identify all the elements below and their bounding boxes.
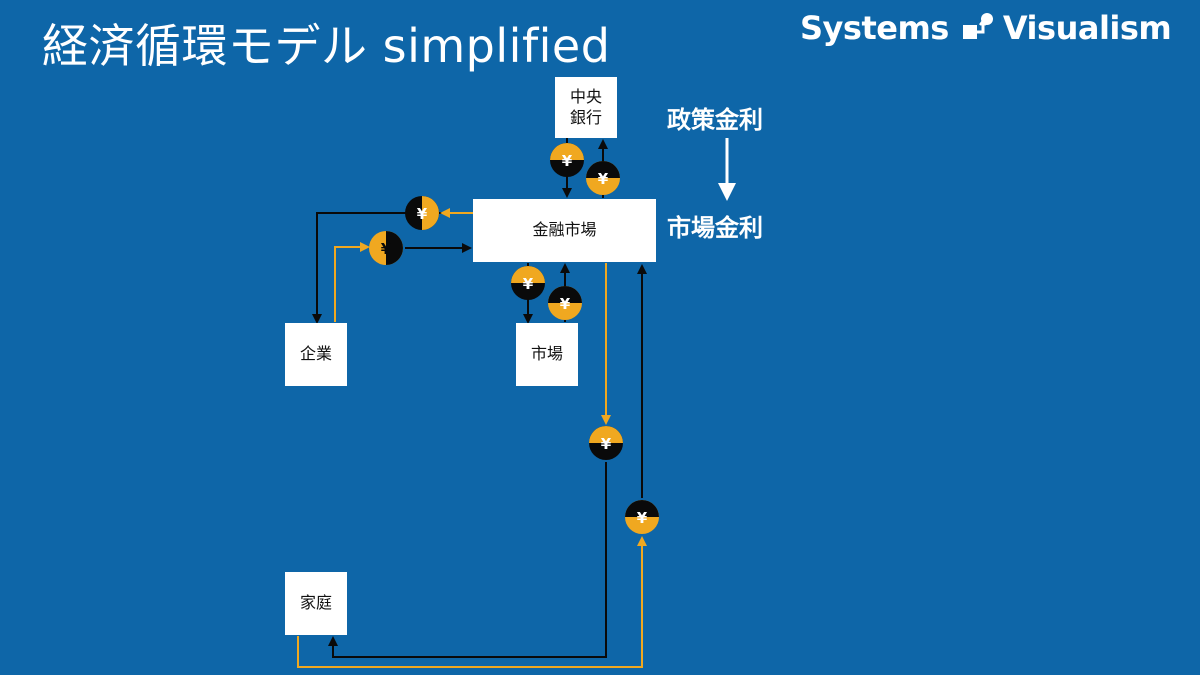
node-central-bank-label-line1: 中央 xyxy=(569,86,602,106)
node-financial-market: 金融市場 xyxy=(473,199,656,262)
yen-coin-label: ¥ xyxy=(562,152,573,170)
node-market: 市場 xyxy=(516,323,578,386)
yen-coin-icon: ¥ xyxy=(586,161,620,195)
flow-firms-to-fm-return xyxy=(334,242,370,322)
node-central-bank: 中央 銀行 xyxy=(555,77,617,138)
yen-coin-icon: ¥ xyxy=(548,286,582,320)
brand-name-right: Visualism xyxy=(1002,9,1172,47)
yen-coin-icon: ¥ xyxy=(511,266,545,300)
yen-coin-icon: ¥ xyxy=(625,500,659,534)
yen-coin-label: ¥ xyxy=(523,275,534,293)
brand-logo: Systems Visualism xyxy=(800,8,1192,48)
yen-coin-icon: ¥ xyxy=(369,231,403,265)
yen-coin-icon: ¥ xyxy=(589,426,623,460)
node-central-bank-label-line2: 銀行 xyxy=(569,107,602,127)
flow-household-to-fm-gold xyxy=(297,536,647,668)
yen-coin-label: ¥ xyxy=(560,295,571,313)
brand-name-left: Systems xyxy=(800,9,949,47)
slide-title: 経済循環モデル simplified xyxy=(42,19,611,73)
yen-coin-label: ¥ xyxy=(381,240,392,258)
node-household: 家庭 xyxy=(285,572,347,635)
systems-visualism-logo-icon xyxy=(962,13,993,39)
yen-coin-icon: ¥ xyxy=(405,196,439,230)
yen-coin-label: ¥ xyxy=(417,205,428,223)
node-firms: 企業 xyxy=(285,323,347,386)
flow-fm-to-firms xyxy=(312,212,472,324)
policy-rate-label: 政策金利 xyxy=(667,106,763,134)
yen-coin-label: ¥ xyxy=(598,170,609,188)
yen-coin-label: ¥ xyxy=(637,509,648,527)
yen-coin-icon: ¥ xyxy=(550,143,584,177)
market-rate-label: 市場金利 xyxy=(667,214,763,242)
yen-coin-label: ¥ xyxy=(601,435,612,453)
flow-fm-to-household-black xyxy=(328,462,607,658)
